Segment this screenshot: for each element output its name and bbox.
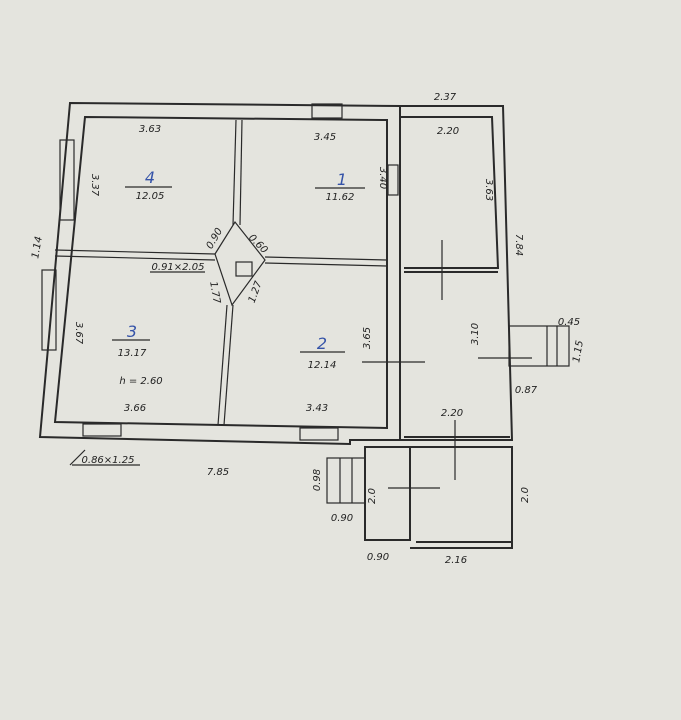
dim: 0.90 [331, 513, 353, 524]
window [82, 423, 122, 437]
dim: 3.37 [89, 174, 100, 197]
dim: 0.86×1.25 [82, 455, 135, 466]
window [311, 103, 343, 119]
dim: 0.60 [246, 232, 270, 256]
room-area: 13.17 [118, 348, 147, 359]
dim: 7.85 [207, 467, 229, 478]
dim: 3.67 [73, 322, 84, 345]
dim: 3.10 [470, 323, 481, 345]
dim: 1.77 [207, 281, 222, 305]
stove-burner [235, 261, 253, 277]
room-number: 3 [127, 322, 137, 341]
entry-steps [326, 457, 366, 504]
dim: 2.0 [520, 487, 531, 503]
dim: 3.45 [314, 132, 336, 143]
dim: 0.90 [367, 552, 389, 563]
dim: 0.98 [312, 469, 323, 491]
room-number: 1 [337, 170, 347, 189]
dim: 0.87 [515, 385, 538, 396]
room-area: 12.14 [308, 360, 337, 371]
dim: 3.40 [377, 167, 388, 189]
ceiling-height: h = 2.60 [119, 376, 162, 387]
room-labels: 4 12.05 1 11.62 3 13.17 2 12.14 h = 2.60 [118, 168, 355, 387]
dim: 3.66 [124, 403, 146, 414]
dim: 0.90 [205, 226, 226, 251]
dim: 1.15 [571, 340, 586, 364]
dim: 2.37 [434, 92, 457, 103]
dim: 1.27 [247, 279, 265, 304]
porch-steps [508, 325, 570, 367]
window [41, 269, 57, 351]
dim: 0.91×2.05 [152, 262, 205, 273]
dim: 0.45 [558, 317, 580, 328]
dimension-labels: 2.37 3.63 3.45 2.20 3.37 3.40 3.63 7.84 … [30, 92, 586, 566]
dim: 2.16 [445, 555, 467, 566]
room-number: 4 [145, 168, 155, 187]
dim: 7.84 [513, 234, 524, 256]
room-area: 12.05 [136, 191, 165, 202]
dim: 2.20 [437, 126, 459, 137]
stove [214, 220, 266, 307]
room-area: 11.62 [326, 192, 355, 203]
window [59, 139, 75, 221]
dim: 3.63 [483, 179, 494, 201]
room-number: 2 [317, 334, 327, 353]
dim: 3.63 [139, 124, 161, 135]
dim: 3.65 [362, 327, 373, 349]
window [387, 164, 399, 196]
window [299, 427, 339, 441]
dim: 3.43 [306, 403, 328, 414]
walls [38, 101, 570, 549]
dim: 2.0 [367, 488, 378, 504]
dim: 1.14 [30, 236, 45, 260]
dim: 2.20 [441, 408, 463, 419]
